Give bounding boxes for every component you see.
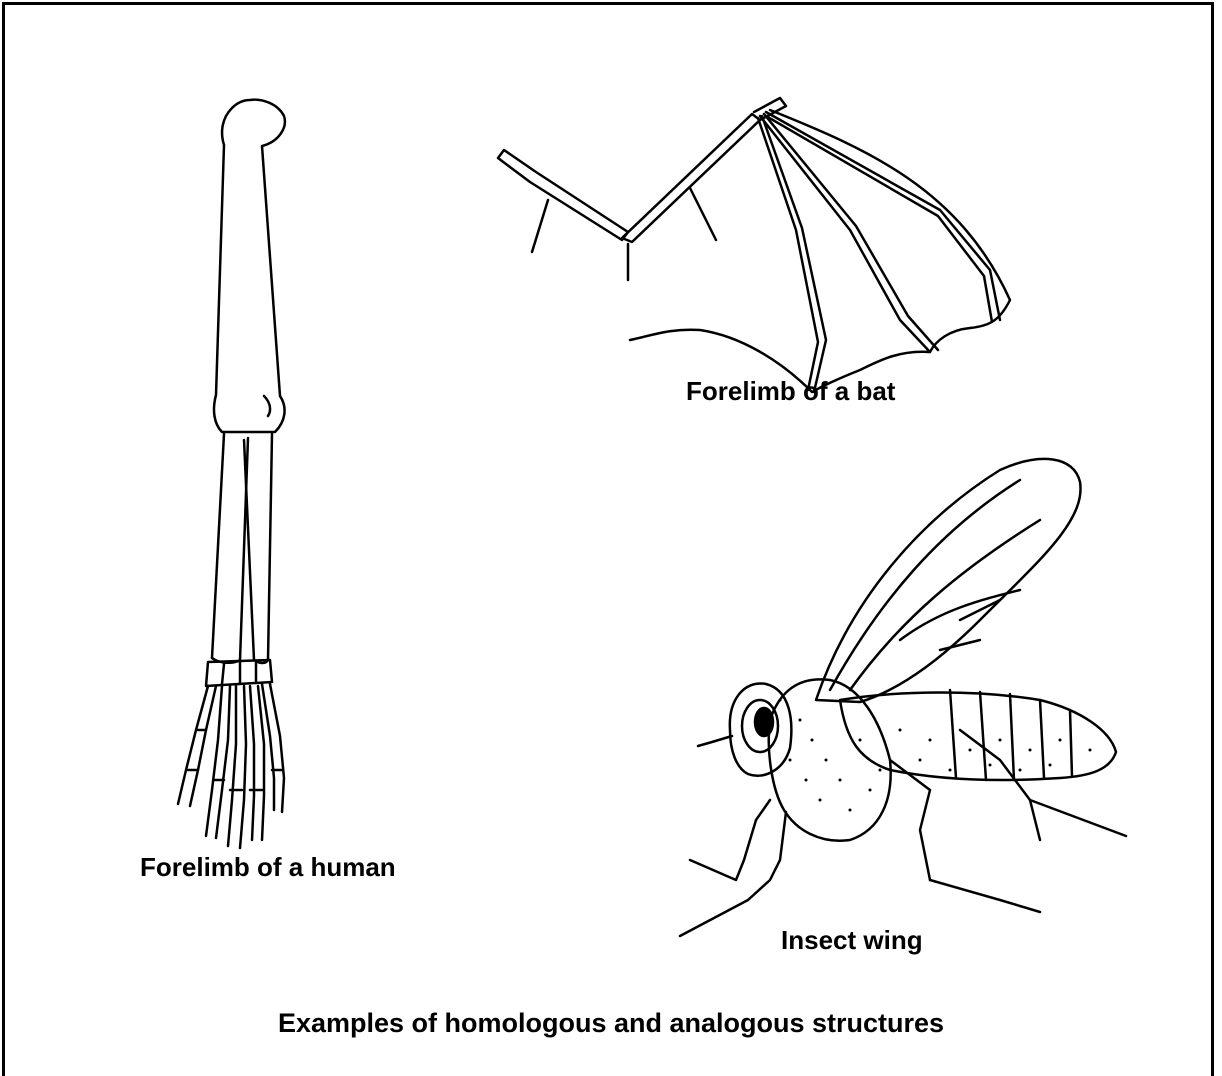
bat-forelimb-label: Forelimb of a bat [686,376,895,407]
bat-forelimb-drawing [498,98,1010,392]
human-forelimb-drawing [178,100,285,848]
insect-stipple [779,699,1092,812]
human-forelimb-label: Forelimb of a human [140,852,396,883]
figure-caption: Examples of homologous and analogous str… [0,1008,1222,1039]
insect-drawing [680,459,1126,936]
insect-wing-label: Insect wing [781,925,923,956]
